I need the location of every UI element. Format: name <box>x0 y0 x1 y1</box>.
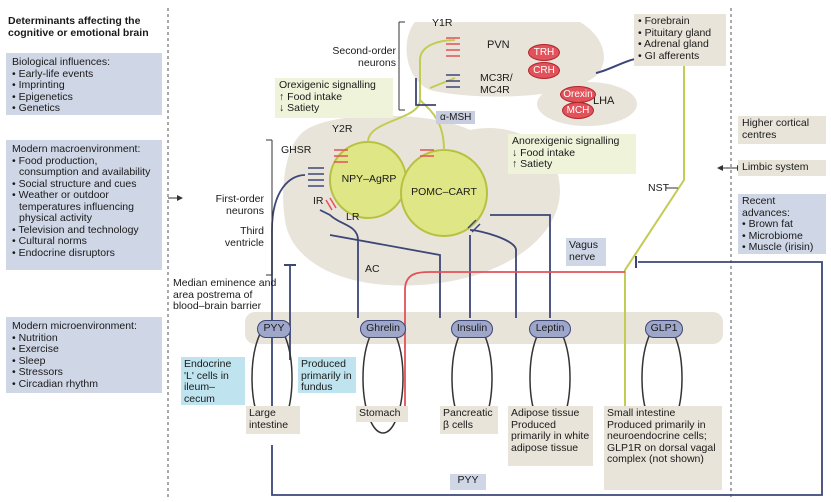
list-item: Genetics <box>12 102 156 115</box>
orexigenic-line1: ↑ Food intake <box>279 90 343 103</box>
leptin-pill: Leptin <box>529 320 571 338</box>
list-item: Sleep <box>12 355 156 368</box>
list-item: Cultural norms <box>12 235 156 248</box>
pvn-region <box>406 22 604 97</box>
vagus-nerve-box: Vagus nerve <box>566 238 606 266</box>
stomach-box: Stomach <box>356 406 408 422</box>
list-item: Exercise <box>12 343 156 356</box>
targets-list: Forebrain Pituitary gland Adrenal gland … <box>638 15 722 63</box>
glp1-pill: GLP1 <box>645 320 683 338</box>
list-item: Weather or outdoor temperatures influenc… <box>12 189 156 225</box>
anorexigenic-line1: ↓ Food intake <box>512 146 576 159</box>
pomc-receptor-red <box>420 149 434 157</box>
list-item: Circadian rhythm <box>12 378 156 391</box>
lr-receptor <box>467 219 481 233</box>
orexin-oval: Orexin <box>560 86 596 103</box>
pvn-label: PVN <box>487 39 510 51</box>
ir-label: IR <box>313 195 324 207</box>
orexigenic-title: Orexigenic signalling <box>279 79 376 91</box>
mc3r-label: MC3R/ MC4R <box>480 72 513 96</box>
list-item: Television and technology <box>12 224 156 237</box>
pyy-pill: PYY <box>257 320 291 338</box>
biological-influences-box: Biological influences: Early-life events… <box>6 53 162 115</box>
list-item: Adrenal gland <box>638 38 722 51</box>
fundus-box: Produced primarily in fundus <box>298 357 356 393</box>
list-item: GI afferents <box>638 50 722 63</box>
npy-agrp-label: NPY–AgRP <box>341 173 397 185</box>
list-item: Muscle (irisin) <box>742 241 822 254</box>
y1r-label: Y1R <box>432 17 453 29</box>
adipose-box: Adipose tissue Produced primarily in whi… <box>508 406 593 466</box>
ghrelin-pill: Ghrelin <box>360 320 406 338</box>
recent-title: Recent advances: <box>742 195 790 219</box>
macro-list: Food production, consumption and availab… <box>12 155 156 260</box>
biological-title: Biological influences: <box>12 56 111 68</box>
anorexigenic-line2: ↑ Satiety <box>512 158 553 170</box>
anorexigenic-title: Anorexigenic signalling <box>512 135 620 147</box>
list-item: Brown fat <box>742 218 822 231</box>
second-order-label: Second-order neurons <box>332 45 396 69</box>
lr-label: LR <box>346 211 360 223</box>
targets-box: Forebrain Pituitary gland Adrenal gland … <box>634 14 726 66</box>
macroenvironment-box: Modern macroenvironment: Food production… <box>6 140 162 270</box>
endocrine-cells-box: Endocrine 'L' cells in ileum–cecum <box>181 357 245 405</box>
ir-receptor <box>325 197 337 211</box>
list-item: Endocrine disruptors <box>12 247 156 260</box>
orexigenic-line2: ↓ Satiety <box>279 102 320 114</box>
y2r-label: Y2R <box>332 123 353 135</box>
list-item: Early-life events <box>12 68 156 81</box>
microenvironment-box: Modern microenvironment: Nutrition Exerc… <box>6 317 162 393</box>
list-item: Pituitary gland <box>638 27 722 40</box>
list-item: Food production, consumption and availab… <box>12 155 156 179</box>
y1r-receptor <box>446 37 460 57</box>
large-intestine-box: Large intestine <box>246 406 300 434</box>
list-item: Social structure and cues <box>12 178 156 191</box>
ac-label: AC <box>365 263 380 275</box>
list-item: Epigenetics <box>12 91 156 104</box>
median-eminence-label: Median eminence and area postrema of blo… <box>173 277 277 312</box>
micro-title: Modern microenvironment: <box>12 320 137 332</box>
recent-advances-box: Recent advances: Brown fat Microbiome Mu… <box>738 194 826 254</box>
anorexigenic-box: Anorexigenic signalling ↓ Food intake ↑ … <box>508 134 636 174</box>
list-item: Stressors <box>12 366 156 379</box>
pomc-cart-label: POMC–CART <box>411 186 477 198</box>
pyy-bottom-tag: PYY <box>450 474 486 490</box>
higher-cortical-box: Higher cortical centres <box>738 116 826 144</box>
list-item: Forebrain <box>638 15 722 28</box>
lha-label: LHA <box>593 95 615 107</box>
small-intestine-box: Small intestine Produced primarily in ne… <box>604 406 722 490</box>
trh-oval: TRH <box>528 44 560 61</box>
mc3r-receptor <box>446 74 460 88</box>
alpha-msh-tag: α-MSH <box>436 111 476 124</box>
y2r-receptor <box>334 149 348 163</box>
orexigenic-box: Orexigenic signalling ↑ Food intake ↓ Sa… <box>275 78 393 118</box>
biological-list: Early-life events Imprinting Epigenetics… <box>12 68 156 115</box>
recent-list: Brown fat Microbiome Muscle (irisin) <box>742 218 822 254</box>
vagus-nerve-label: Vagus nerve <box>569 239 598 263</box>
list-item: Nutrition <box>12 332 156 345</box>
mch-oval: MCH <box>562 102 594 119</box>
crh-oval: CRH <box>528 62 560 79</box>
nst-label: NST <box>648 182 669 194</box>
limbic-box: Limbic system <box>738 160 826 176</box>
first-order-label: First-order neurons <box>215 193 264 217</box>
insulin-pill: Insulin <box>451 320 493 338</box>
list-item: Imprinting <box>12 79 156 92</box>
third-ventricle-label: Third ventricle <box>224 225 264 249</box>
micro-list: Nutrition Exercise Sleep Stressors Circa… <box>12 332 156 391</box>
list-item: Microbiome <box>742 230 822 243</box>
ghsr-label: GHSR <box>281 144 312 156</box>
pancreatic-box: Pancreatic β cells <box>440 406 498 434</box>
left-title: Determinants affecting the cognitive or … <box>8 15 149 39</box>
ghsr-receptor <box>308 167 324 187</box>
macro-title: Modern macroenvironment: <box>12 143 141 155</box>
